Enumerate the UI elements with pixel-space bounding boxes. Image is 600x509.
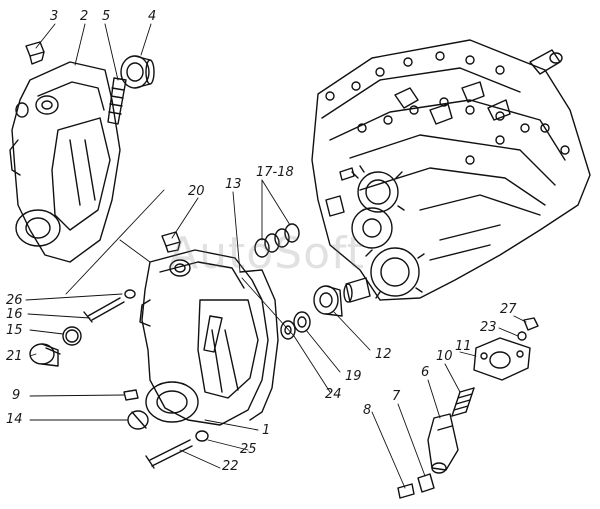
callout-9: 9 [12,388,21,403]
o-ring-part-15 [62,326,82,346]
callout-4: 4 [148,9,157,24]
ring-part-24 [280,320,296,340]
washer-part-25 [195,430,209,442]
plug-part-21 [29,343,61,367]
ring-part-19 [293,311,311,333]
callout-21: 21 [6,349,23,364]
leader-lines [25,23,527,489]
lower-housing-part-1 [139,249,279,426]
callout-12: 12 [375,347,392,362]
callout-15: 15 [6,323,23,338]
upper-housing-part [9,61,121,263]
callout-17-18: 17-18 [256,165,294,180]
pump-part-6 [427,413,459,474]
callout-8: 8 [363,403,372,418]
callout-2: 2 [80,9,89,24]
pin-part-8 [397,483,415,499]
callout-3: 3 [50,9,59,24]
washer-part-23 [517,331,527,341]
rings-part-17-18 [254,223,300,258]
callout-16: 16 [6,307,23,322]
coupling-part-12 [313,285,343,317]
callout-24: 24 [325,387,342,402]
callout-1: 1 [262,423,271,438]
bearing-part-4 [120,55,155,89]
callout-7: 7 [392,389,401,404]
callout-11: 11 [455,339,472,354]
callout-6: 6 [421,365,430,380]
cap-part-14 [127,410,149,430]
callout-10: 10 [436,349,453,364]
stud-part-5 [107,77,127,125]
bolt-part-26 [83,289,136,323]
callout-27: 27 [500,302,517,317]
callout-25: 25 [240,442,257,457]
callout-13: 13 [225,177,242,192]
spring-part-10 [451,387,475,417]
engine-block [311,39,591,303]
sleeve-part-7 [417,473,435,493]
callout-26: 26 [6,293,23,308]
screw-part-9 [123,389,139,401]
flange-part-11 [473,337,531,381]
plug-part-3 [25,41,45,65]
stud-on-housing [203,315,223,353]
nut-part-27 [523,317,539,331]
watermark-text: AutoSoft [168,228,365,279]
callout-14: 14 [6,412,23,427]
callout-22: 22 [222,459,239,474]
callout-20: 20 [188,184,205,199]
callout-23: 23 [480,320,497,335]
bolt-part-22 [145,439,193,469]
callout-19: 19 [345,369,362,384]
plug-part-20 [161,231,181,253]
callout-5: 5 [102,9,111,24]
